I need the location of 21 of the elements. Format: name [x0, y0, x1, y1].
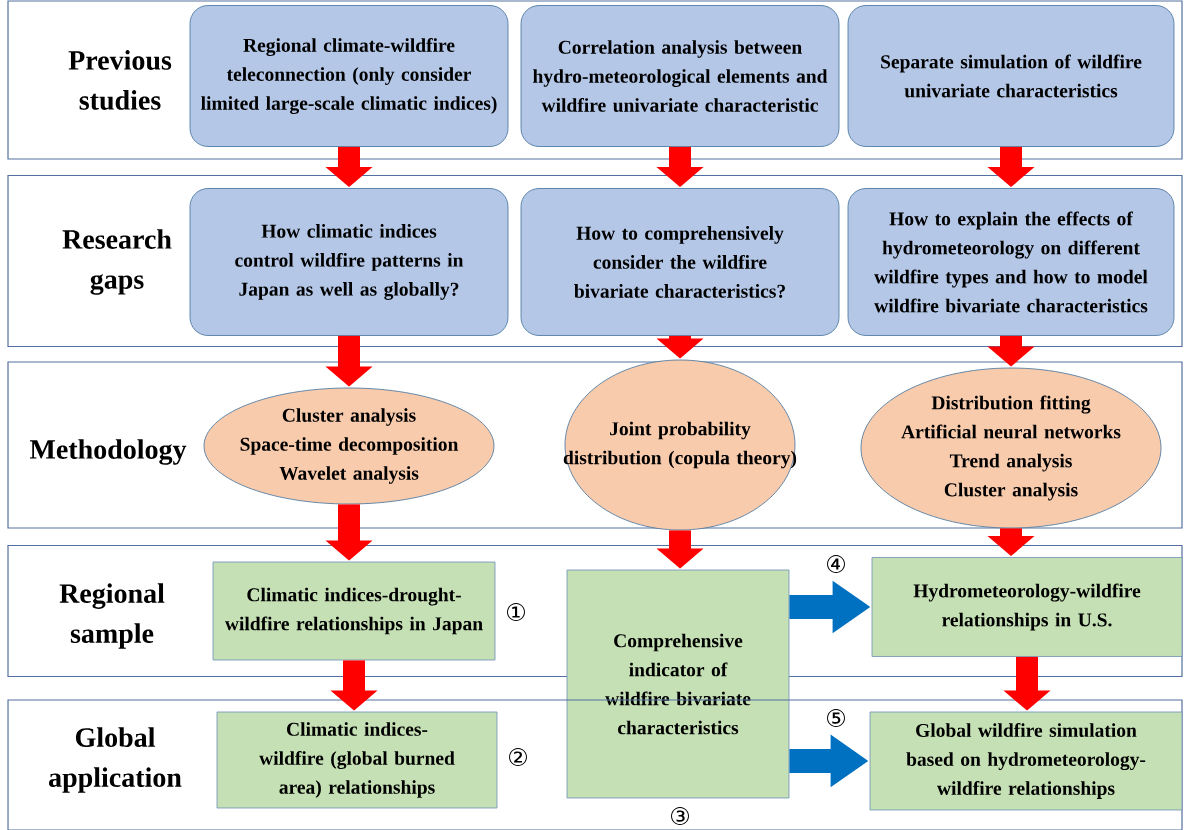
band-heading: Methodology [29, 439, 187, 465]
callout-number: ④ [827, 555, 845, 573]
band-heading: Previous studies [68, 50, 172, 110]
rounded-box: How climatic indices control wildfire patterns in Japan as well as globally? [189, 188, 509, 336]
process-box: Hydrometeorology-wildfire relationships in U.S. [871, 557, 1183, 657]
callout-number: ③ [671, 807, 689, 825]
callout-number: ⑤ [827, 709, 845, 727]
process-box: Global wildfire simulation based on hydrometeorology-wildfire relationships [869, 711, 1183, 811]
callout-number: ① [507, 603, 525, 621]
band-heading: Regional sample [59, 583, 165, 649]
callout-number: ② [509, 748, 527, 766]
rounded-box: Correlation analysis between hydro-meteorological elements and wildfire univariate characteristic [520, 5, 840, 147]
process-box: Comprehensive indicator of wildfire bivariate characteristics [566, 569, 790, 799]
process-box: Climatic indices-wildfire (global burned area) relationships [216, 711, 498, 809]
process-box: Climatic indices-drought-wildfire relationships in Japan [212, 561, 496, 661]
rounded-box: How to comprehensively consider the wildfire bivariate characteristics? [520, 188, 840, 336]
rounded-box: Separate simulation of wildfire univariate characteristics [847, 5, 1175, 147]
band-heading: Research gaps [62, 229, 172, 295]
band-heading: Global application [49, 727, 182, 793]
rounded-box: Regional climate-wildfire teleconnection (only consider limited large-scale climatic indices) [189, 5, 509, 147]
rounded-box: How to explain the effects of hydrometeorology on different wildfire types and how to model wildfire bivariate characteristics [847, 188, 1175, 336]
